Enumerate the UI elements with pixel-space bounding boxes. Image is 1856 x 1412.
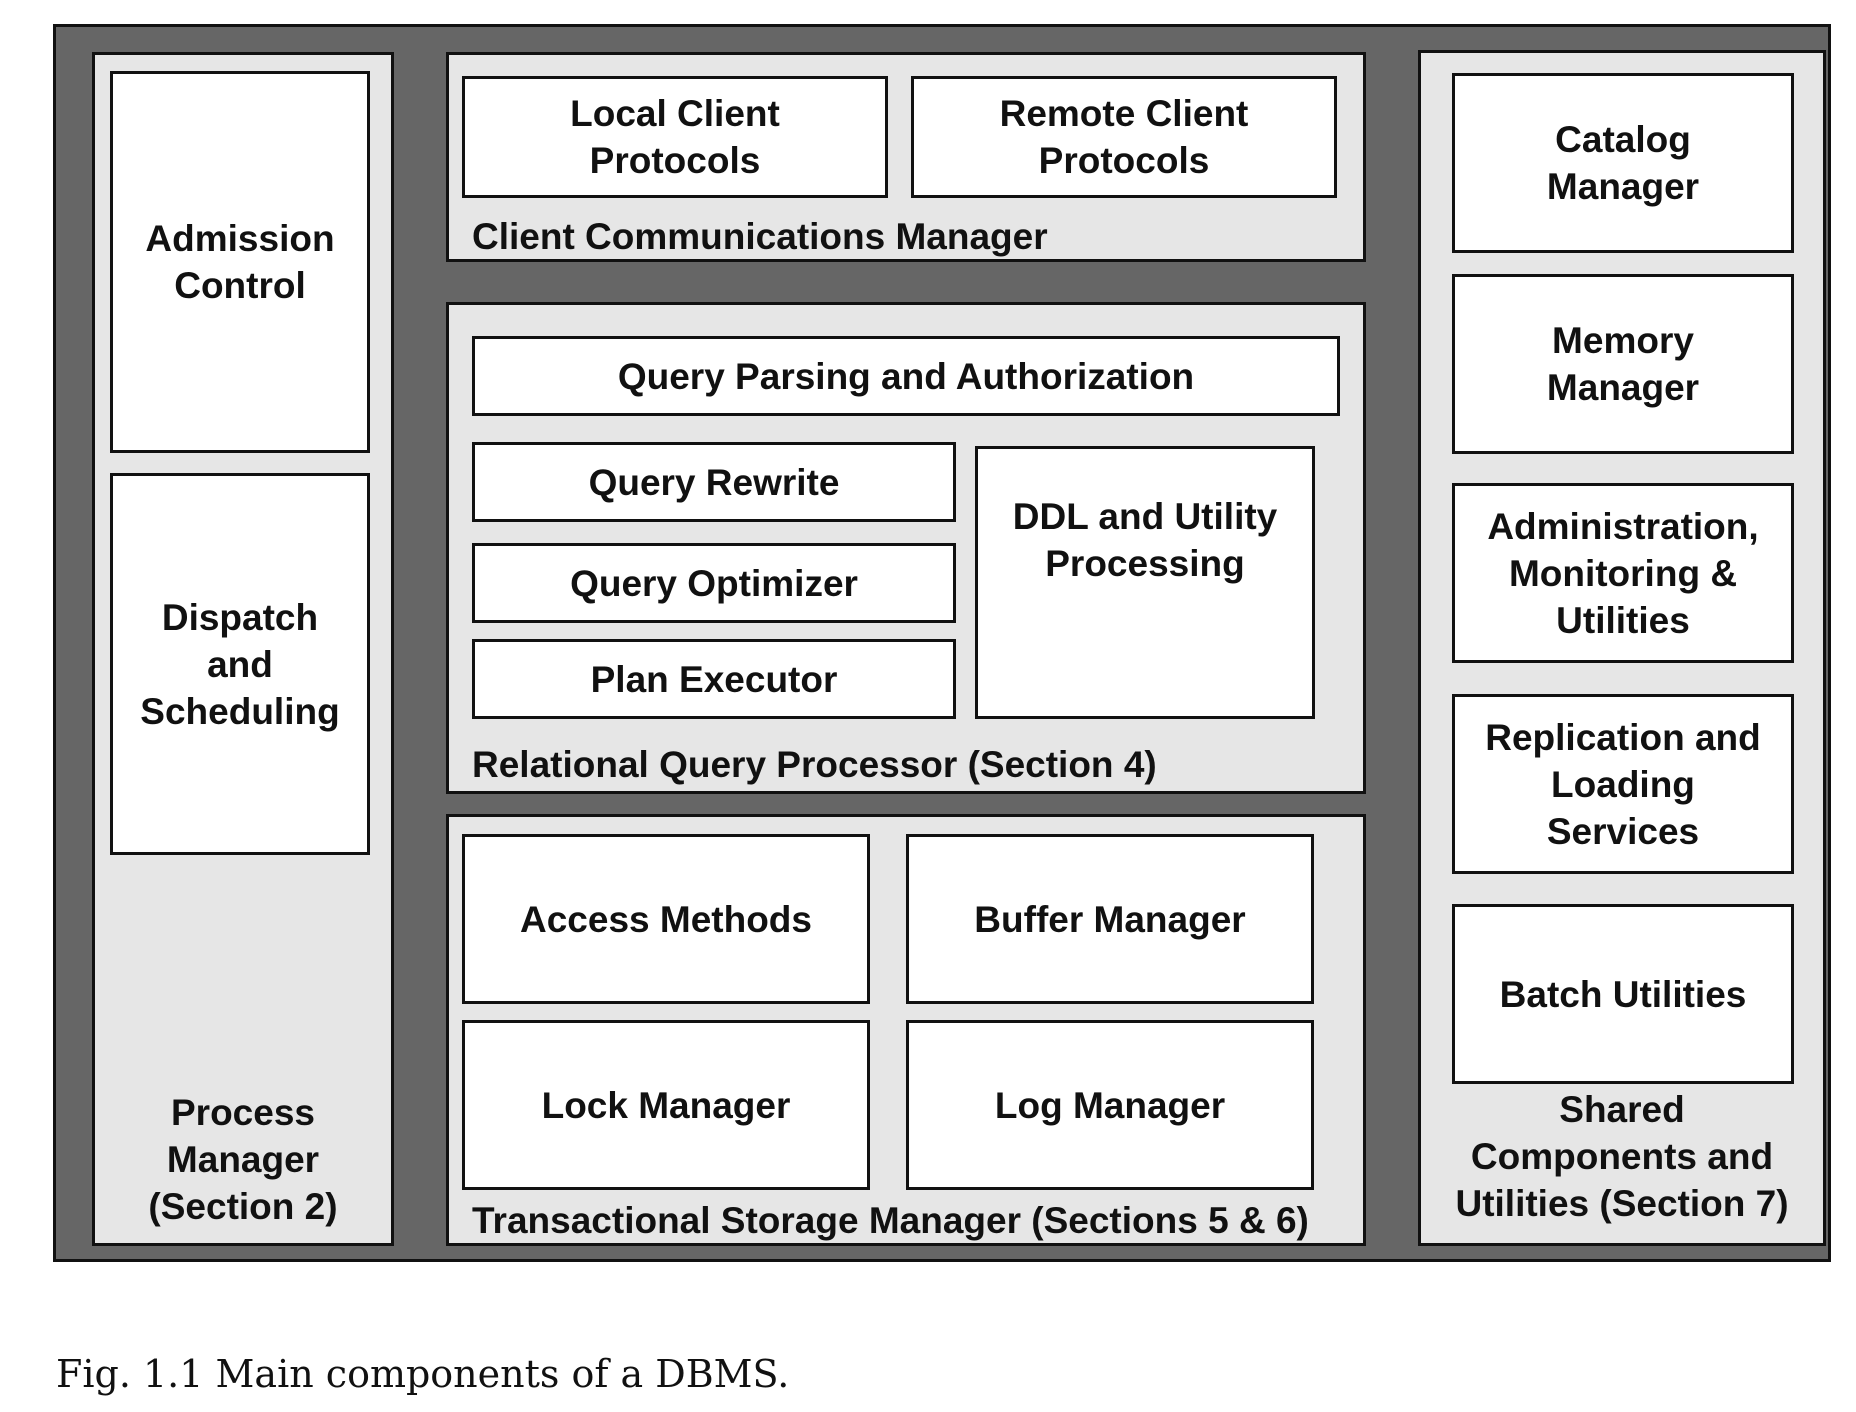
batch-utilities-box: Batch Utilities: [1452, 904, 1794, 1084]
replication-loading-services-box: Replication and Loading Services: [1452, 694, 1794, 874]
client-communications-manager-panel: Local Client Protocols Remote Client Pro…: [446, 52, 1366, 262]
query-parsing-authorization-box: Query Parsing and Authorization: [472, 336, 1340, 416]
local-client-protocols-box: Local Client Protocols: [462, 76, 888, 198]
access-methods-box: Access Methods: [462, 834, 870, 1004]
query-optimizer-box: Query Optimizer: [472, 543, 956, 623]
figure-caption: Fig. 1.1 Main components of a DBMS.: [56, 1352, 790, 1396]
transactional-storage-manager-label: Transactional Storage Manager (Sections …: [472, 1200, 1309, 1241]
lock-manager-box: Lock Manager: [462, 1020, 870, 1190]
catalog-manager-box: Catalog Manager: [1452, 73, 1794, 253]
process-manager-panel: Admission Control Dispatch and Schedulin…: [92, 52, 394, 1246]
shared-components-panel: Catalog Manager Memory Manager Administr…: [1418, 50, 1826, 1246]
memory-manager-box: Memory Manager: [1452, 274, 1794, 454]
query-rewrite-box: Query Rewrite: [472, 442, 956, 522]
relational-query-processor-label: Relational Query Processor (Section 4): [472, 744, 1157, 785]
shared-components-label: Shared Components and Utilities (Section…: [1455, 1089, 1789, 1224]
administration-monitoring-utilities-box: Administration, Monitoring & Utilities: [1452, 483, 1794, 663]
relational-query-processor-panel: Query Parsing and Authorization Query Re…: [446, 302, 1366, 794]
dispatch-scheduling-box: Dispatch and Scheduling: [110, 473, 370, 855]
client-communications-manager-label: Client Communications Manager: [472, 216, 1048, 257]
plan-executor-box: Plan Executor: [472, 639, 956, 719]
log-manager-box: Log Manager: [906, 1020, 1314, 1190]
buffer-manager-box: Buffer Manager: [906, 834, 1314, 1004]
transactional-storage-manager-panel: Access Methods Buffer Manager Lock Manag…: [446, 814, 1366, 1246]
ddl-utility-processing-box: DDL and Utility Processing: [975, 446, 1315, 719]
process-manager-label: Process Manager (Section 2): [148, 1092, 338, 1227]
remote-client-protocols-box: Remote Client Protocols: [911, 76, 1337, 198]
admission-control-box: Admission Control: [110, 71, 370, 453]
